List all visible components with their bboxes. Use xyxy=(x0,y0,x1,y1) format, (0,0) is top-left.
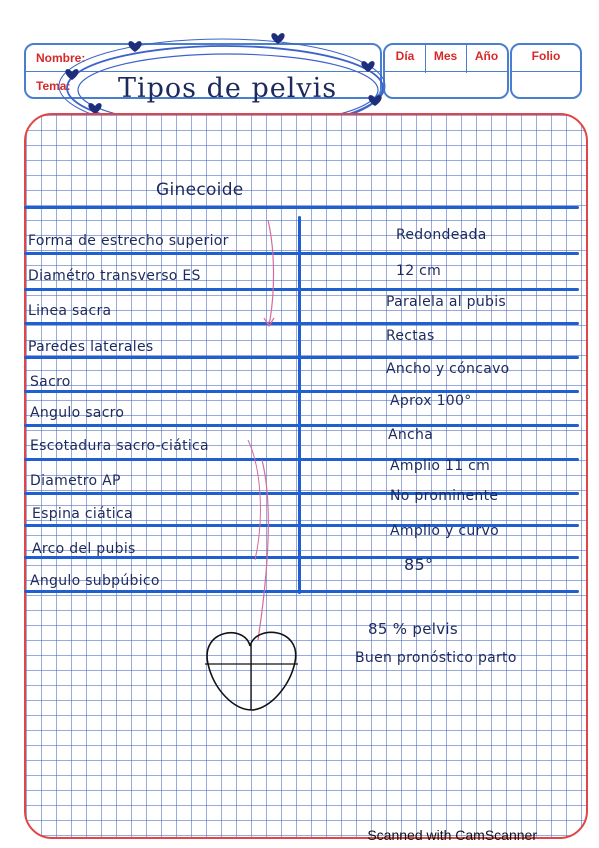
pelvis-type-subtitle: Ginecoide xyxy=(156,180,244,200)
row-feature: Escotadura sacro-ciática xyxy=(30,438,209,454)
grid-paper xyxy=(24,113,588,839)
table-rule xyxy=(24,556,579,559)
row-value: Paralela al pubis xyxy=(386,294,506,310)
row-value: Redondeada xyxy=(396,227,487,243)
tema-label: Tema: xyxy=(36,79,71,93)
table-rule xyxy=(24,524,579,527)
dia-label: Día xyxy=(385,45,426,73)
row-feature: Forma de estrecho superior xyxy=(28,233,229,249)
table-rule xyxy=(24,424,579,427)
row-value: 85° xyxy=(404,555,434,574)
row-value: 12 cm xyxy=(396,263,442,279)
table-rule xyxy=(24,288,579,291)
date-box: Día Mes Año xyxy=(383,43,509,99)
table-rule xyxy=(24,458,579,461)
row-value: Amplio 11 cm xyxy=(390,458,491,474)
mes-label: Mes xyxy=(425,45,467,73)
table-rule xyxy=(24,356,579,359)
nombre-label: Nombre: xyxy=(36,51,86,65)
table-rule xyxy=(24,390,579,393)
row-feature: Arco del pubis xyxy=(32,541,136,557)
row-feature: Linea sacra xyxy=(28,303,112,319)
row-value: Aprox 100° xyxy=(390,393,472,409)
table-rule xyxy=(24,252,579,255)
table-column-divider xyxy=(298,216,301,594)
row-value: No prominente xyxy=(390,488,499,504)
folio-label: Folio xyxy=(531,49,561,63)
row-feature: Angulo sacro xyxy=(30,405,125,421)
row-feature: Diamétro transverso ES xyxy=(28,268,201,284)
table-rule-top xyxy=(24,206,579,209)
anio-label: Año xyxy=(474,49,499,63)
scanner-watermark: Scanned with CamScanner xyxy=(367,827,537,843)
table-rule xyxy=(24,322,579,325)
page-title: Tipos de pelvis xyxy=(118,73,338,104)
prognosis-note: Buen pronóstico parto xyxy=(355,650,517,666)
row-feature: Paredes laterales xyxy=(28,339,154,355)
row-feature: Espina ciática xyxy=(32,506,133,522)
row-value: Amplio y curvo xyxy=(390,523,500,539)
date-divider xyxy=(385,71,507,72)
folio-box: Folio xyxy=(510,43,582,99)
table-rule xyxy=(24,590,579,593)
row-feature: Sacro xyxy=(30,374,71,390)
row-feature: Angulo subpúbico xyxy=(30,573,160,589)
row-feature: Diametro AP xyxy=(30,473,121,489)
row-value: Ancha xyxy=(388,427,434,443)
folio-divider xyxy=(512,71,580,72)
row-value: Ancho y cóncavo xyxy=(386,361,510,377)
pelvis-inlet-sketch xyxy=(205,631,298,711)
name-topic-box: Nombre: Tema: xyxy=(24,43,382,99)
header-divider xyxy=(26,71,380,72)
table-rule xyxy=(24,492,579,495)
percent-note: 85 % pelvis xyxy=(368,620,458,638)
row-value: Rectas xyxy=(386,328,435,344)
